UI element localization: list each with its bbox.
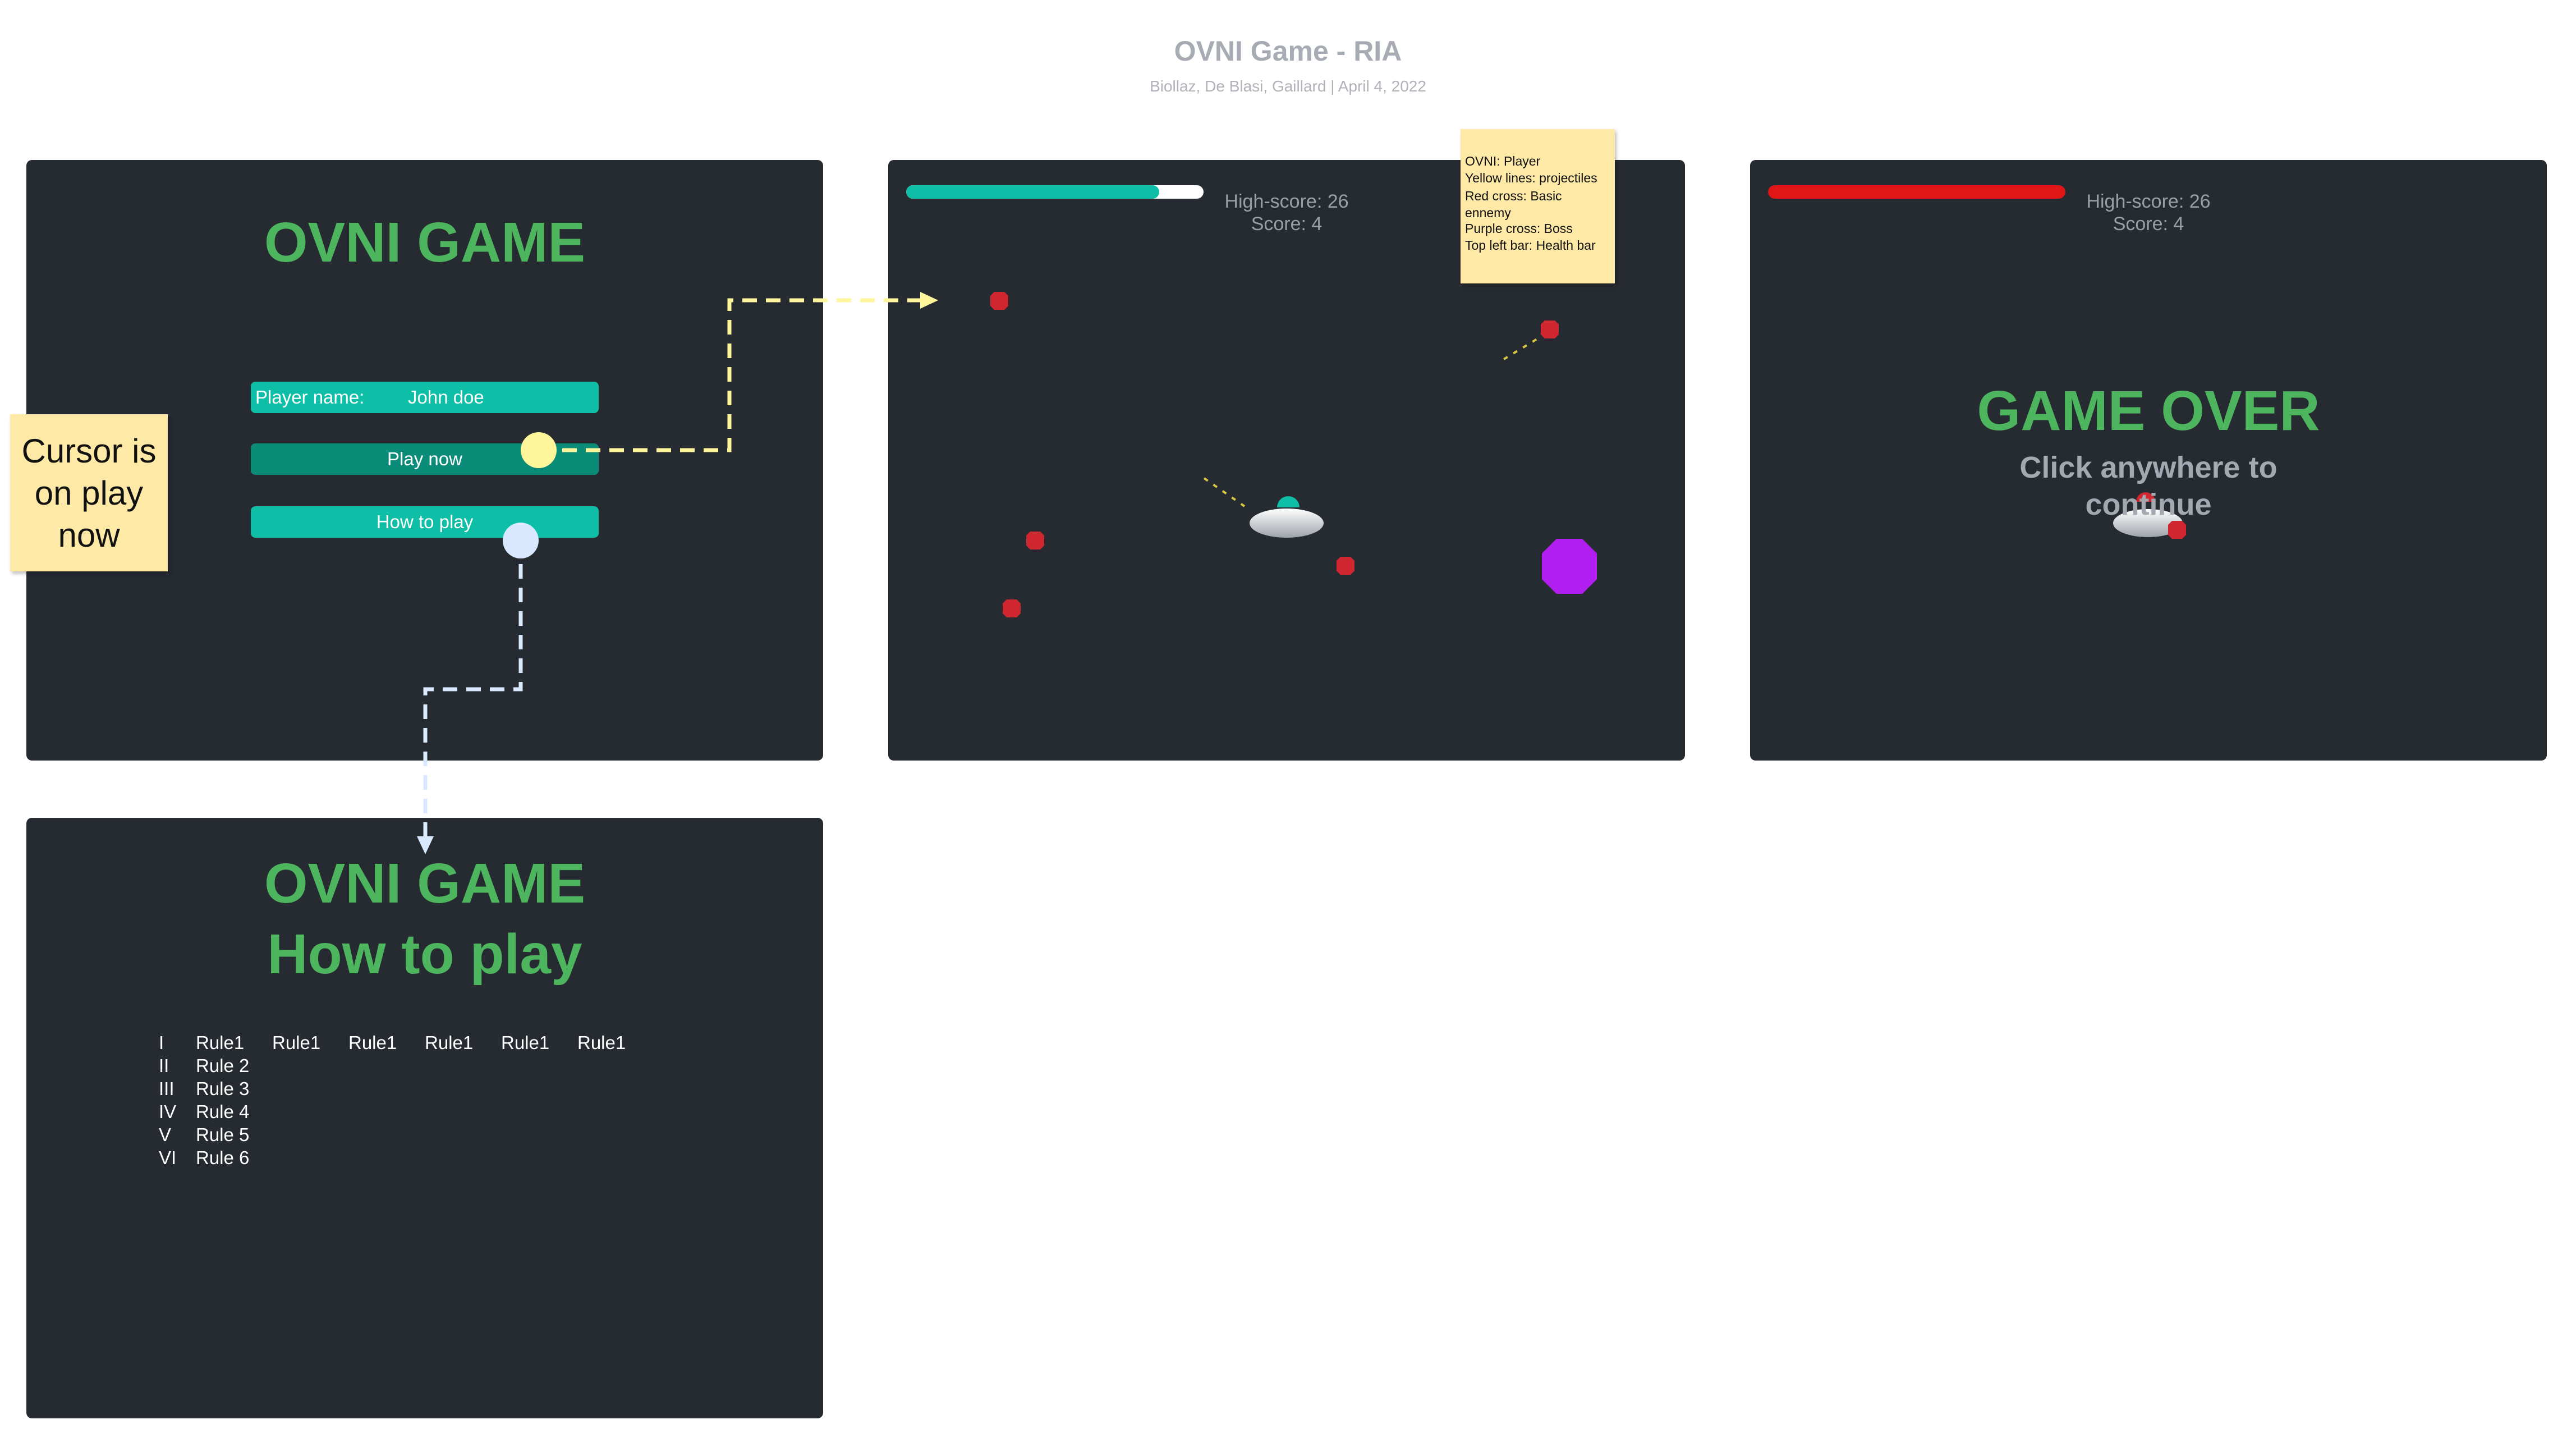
- play-now-arrowhead: [920, 292, 938, 309]
- rule-number: V: [159, 1124, 172, 1145]
- rule-text: Rule1: [196, 1032, 245, 1053]
- how-to-arrowhead: [417, 836, 434, 854]
- howto-subtitle: How to play: [267, 923, 582, 986]
- rule-row: III Rule 3: [159, 1078, 776, 1101]
- health-bar-fill: [1768, 185, 2065, 199]
- enemy-icon: [1003, 599, 1021, 617]
- rule-row: V Rule 5: [159, 1124, 776, 1147]
- cursor-icon: [503, 523, 539, 558]
- rule-row: II Rule 2: [159, 1055, 776, 1078]
- legend-line: Purple cross: Boss: [1465, 221, 1573, 236]
- ufo-icon: [1250, 496, 1324, 538]
- gameover-screen: High-score: 26 Score: 4 GAME OVER: [1750, 160, 2547, 761]
- player-name-field[interactable]: Player name: John doe: [251, 382, 599, 413]
- rule-text: Rule1: [272, 1032, 321, 1053]
- play-now-label: Play now: [387, 448, 462, 469]
- health-bar-fill: [906, 185, 1159, 199]
- rule-row: VI Rule 6: [159, 1147, 776, 1170]
- boss-icon: [1542, 539, 1597, 594]
- gameover-score: Score: 4: [2113, 213, 2184, 235]
- gameover-highscore: High-score: 26: [2086, 191, 2211, 212]
- play-now-connector: [539, 298, 931, 452]
- legend-sticky-note: OVNI: Player Yellow lines: projectiles R…: [1461, 129, 1615, 283]
- ufo-icon: [2113, 492, 2183, 537]
- rule-text: Rule 3: [196, 1078, 250, 1099]
- rule-number: I: [159, 1032, 164, 1053]
- enemy-icon: [1026, 532, 1044, 549]
- diagram-title: OVNI Game - RIA: [1174, 35, 1402, 67]
- cursor-sticky-note: Cursor is on play now: [10, 414, 168, 571]
- gameover-health-bar: [1768, 185, 2065, 199]
- how-to-play-label: How to play: [376, 511, 474, 532]
- rule-row: I Rule1 Rule1 Rule1 Rule1 Rule1 Rule1: [159, 1032, 776, 1055]
- how-to-play-button[interactable]: How to play: [251, 506, 599, 538]
- rule-text: Rule1: [501, 1032, 550, 1053]
- enemy-icon: [2168, 521, 2186, 539]
- player-name-label: Player name:: [255, 387, 365, 407]
- projectile-line: [1503, 336, 1542, 360]
- rule-text: Rule 6: [196, 1147, 250, 1168]
- howto-title: OVNI GAME: [264, 852, 586, 915]
- rule-number: III: [159, 1078, 175, 1099]
- rule-text: Rule 5: [196, 1124, 250, 1145]
- legend-line: Yellow lines: projectiles: [1465, 171, 1597, 185]
- gameover-title: GAME OVER: [1977, 379, 2320, 442]
- rule-text: Rule 2: [196, 1055, 250, 1076]
- game-score: Score: 4: [1251, 213, 1323, 235]
- rule-text: Rule 4: [196, 1101, 250, 1122]
- health-bar: [906, 185, 1204, 199]
- enemy-icon: [990, 292, 1008, 310]
- continue-text[interactable]: Click anywhere to continue: [2019, 451, 2277, 521]
- legend-line: OVNI: Player: [1465, 154, 1541, 168]
- rule-text: Rule1: [348, 1032, 397, 1053]
- rule-text: Rule1: [425, 1032, 474, 1053]
- enemy-icon: [1337, 557, 1354, 575]
- cursor-icon: [521, 432, 557, 468]
- rule-row: IV Rule 4: [159, 1101, 776, 1124]
- cursor-note-text: Cursor is on play now: [21, 432, 157, 554]
- rule-text: Rule1: [577, 1032, 626, 1053]
- legend-line: Red cross: Basic ennemy: [1465, 189, 1562, 220]
- rule-number: VI: [159, 1147, 177, 1168]
- rule-number: II: [159, 1055, 169, 1076]
- menu-title: OVNI GAME: [264, 211, 586, 274]
- rule-number: IV: [159, 1101, 177, 1122]
- how-to-connector: [423, 541, 523, 839]
- enemy-icon: [1541, 320, 1559, 338]
- projectile-line: [1203, 477, 1246, 507]
- diagram-subtitle: Biollaz, De Blasi, Gaillard | April 4, 2…: [1150, 77, 1426, 95]
- game-highscore: High-score: 26: [1224, 191, 1349, 212]
- legend-line: Top left bar: Health bar: [1465, 238, 1596, 253]
- player-name-value[interactable]: John doe: [408, 387, 484, 407]
